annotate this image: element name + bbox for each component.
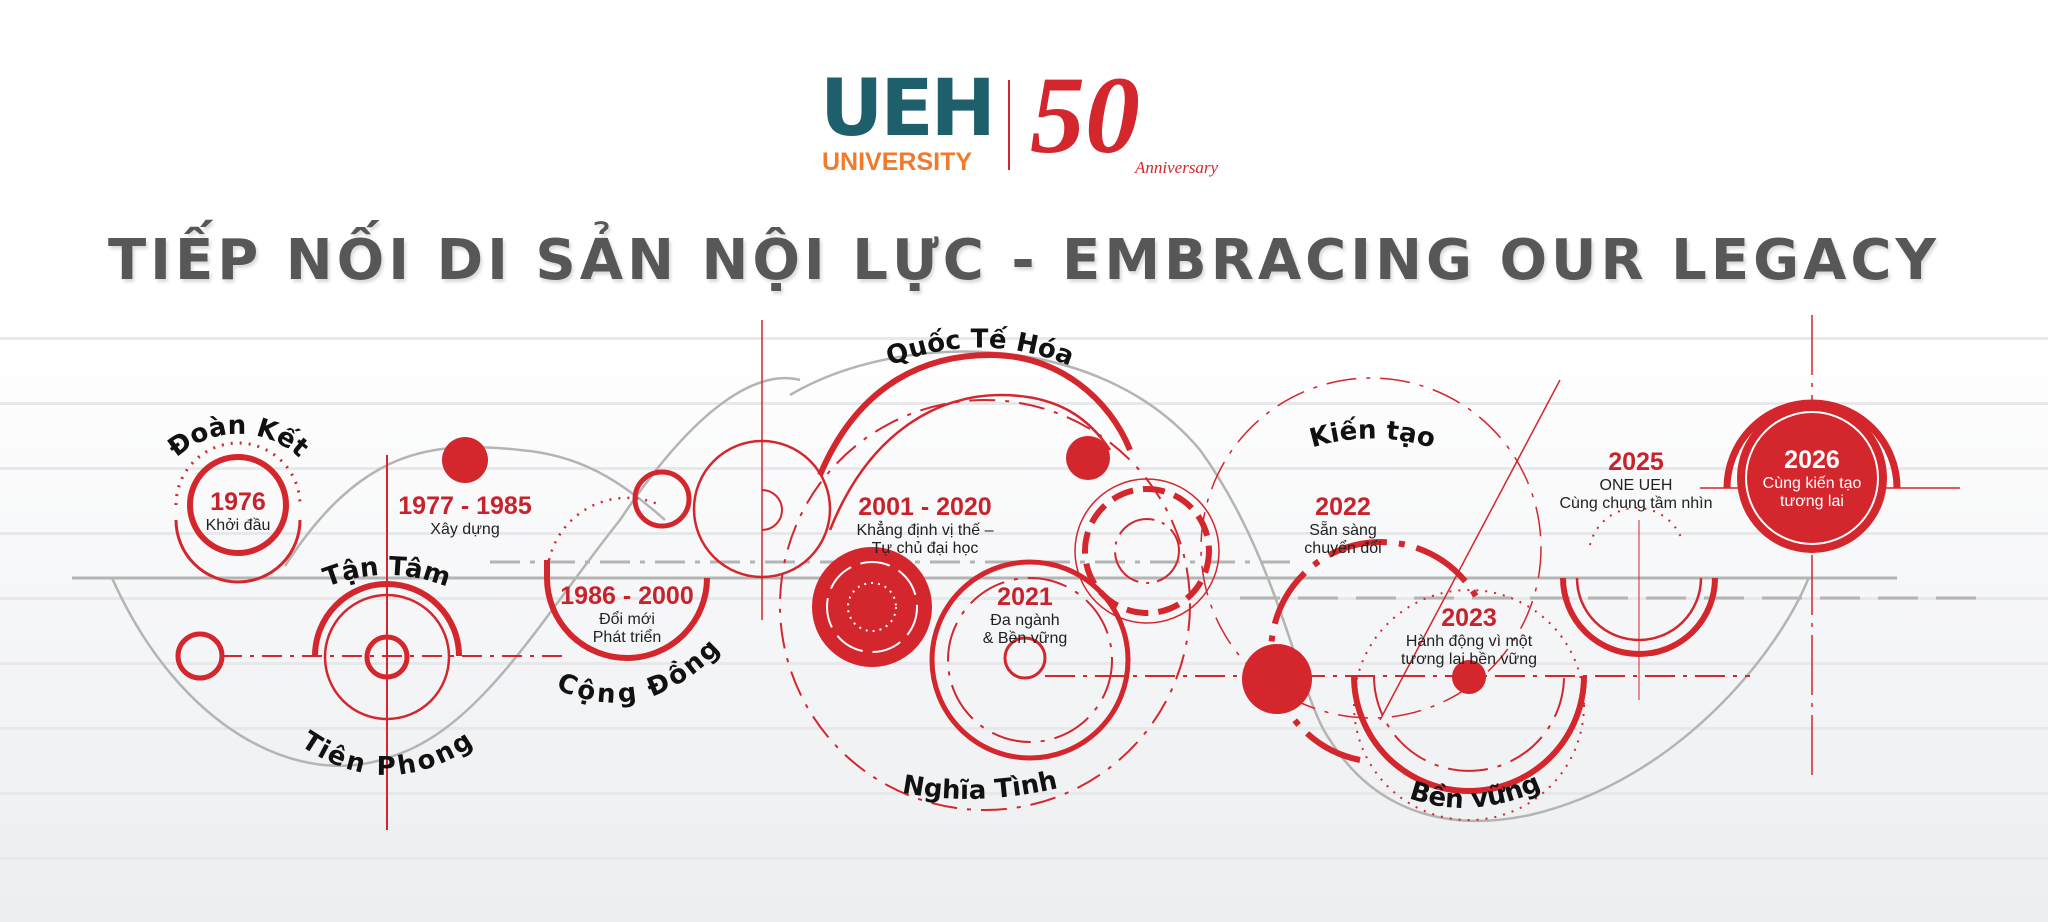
milestone-1986-dotted-arc <box>545 496 661 579</box>
target-center <box>364 634 410 680</box>
milestone-2023-dot <box>1452 660 1486 694</box>
milestone-desc: Khẳng định vị thế – <box>856 521 994 539</box>
dashed-circle-inner <box>1114 518 1180 584</box>
milestone-2023-dotted <box>1353 589 1585 821</box>
milestone-2021-center <box>1003 636 1047 680</box>
wave-curve <box>283 445 666 567</box>
value-ben-vung: Bền vững <box>1406 768 1544 815</box>
milestone-desc: ONE UEH <box>1599 476 1673 494</box>
target-arc <box>312 581 462 657</box>
wave-curve <box>110 376 801 767</box>
red-dot <box>1242 644 1312 714</box>
milestone-desc: Xây dựng <box>430 520 500 538</box>
milestone-2022: 2022 Sẵn sàng chuyển đổi <box>1304 493 1381 559</box>
wave-curve <box>789 350 1811 823</box>
logo-divider <box>1008 80 1010 170</box>
quoc-te-dot <box>1066 436 1110 480</box>
value-nghia-tinh: Nghĩa Tình <box>900 765 1059 806</box>
milestone-2021-ring <box>929 559 1131 761</box>
diagonal-guide <box>1379 379 1561 721</box>
milestone-year: 1977 - 1985 <box>398 492 532 520</box>
milestone-desc: Sẵn sàng <box>1309 521 1377 539</box>
milestone-desc: Hành động vì một <box>1405 632 1533 650</box>
filled-target-dots <box>847 582 897 632</box>
kien-tao-dashdot-circle <box>1200 377 1542 719</box>
milestone-desc: Đa ngành <box>990 611 1060 629</box>
dashed-circle-outer <box>1074 478 1220 624</box>
logo-university: UNIVERSITY <box>822 148 973 176</box>
quoc-te-thick-arc <box>817 351 1133 477</box>
milestone-desc: chuyển đổi <box>1304 540 1382 558</box>
milestone-year: 2025 <box>1608 448 1664 476</box>
milestone-2026-disc <box>1737 403 1887 553</box>
milestone-2025: 2025 ONE UEH Cùng chung tầm nhìn <box>1560 448 1713 514</box>
milestone-year: 2021 <box>997 583 1053 611</box>
milestone-desc: tương lai <box>1780 493 1844 511</box>
milestone-year: 1986 - 2000 <box>560 582 694 610</box>
milestone-2023: 2023 Hành động vì một tương lai bền vững <box>1401 604 1537 670</box>
logo-anniversary-label: Anniversary <box>1135 158 1219 177</box>
filled-target <box>812 547 932 667</box>
milestone-year: 2001 - 2020 <box>858 493 992 521</box>
filled-target-inner <box>826 561 918 653</box>
milestone-desc: Cùng kiến tạo <box>1762 474 1862 492</box>
milestone-desc: Phát triển <box>592 629 662 647</box>
milestone-1986-2000: 1986 - 2000 Đổi mới Phát triển <box>560 582 693 648</box>
milestone-1976: 1976 Khởi đầu <box>206 488 271 535</box>
milestone-desc: tương lai bền vững <box>1401 651 1537 669</box>
dashed-circle <box>1082 486 1212 616</box>
milestone-2022-ring <box>1268 539 1481 763</box>
small-ring <box>175 631 225 681</box>
milestone-2023-inner <box>1373 675 1565 772</box>
milestone-1977-dot <box>442 437 488 483</box>
milestone-2021: 2021 Đa ngành & Bền vững <box>983 583 1068 649</box>
milestone-year: 2026 <box>1784 446 1840 474</box>
quoc-te-thin-arc <box>828 393 1112 531</box>
value-kien-tao: Kiến tạo <box>1306 415 1438 455</box>
milestone-1986-ring <box>544 577 710 661</box>
milestone-1976-ring <box>187 454 289 556</box>
milestone-2001-2020: 2001 - 2020 Khẳng định vị thế – Tự chủ đ… <box>857 493 994 559</box>
milestone-year: 2022 <box>1315 493 1371 521</box>
milestone-2023-ring <box>1351 675 1587 794</box>
milestone-2026: 2026 Cùng kiến tạo tương lai <box>1763 446 1862 512</box>
milestone-desc: Khởi đầu <box>205 516 271 534</box>
milestone-desc: Tự chủ đại học <box>871 540 979 558</box>
small-ring <box>632 469 692 529</box>
milestone-desc: Đổi mới <box>599 610 655 628</box>
milestone-1976-outer-arc <box>174 519 302 584</box>
logo-ueh: UEH <box>820 64 996 154</box>
logo-50-anniversary: 50 <box>1030 54 1140 176</box>
nghia-tinh-dashdot-circle <box>779 399 1191 811</box>
milestone-year: 2023 <box>1441 604 1497 632</box>
small-arc <box>761 489 783 531</box>
grid-background <box>0 330 2048 922</box>
target-ring <box>323 593 451 721</box>
milestone-1977-1985: 1977 - 1985 Xây dựng <box>398 492 531 539</box>
milestone-desc: Cùng chung tầm nhìn <box>1559 495 1713 513</box>
value-quoc-te-hoa: Quốc Tế Hóa <box>882 324 1078 373</box>
milestone-2026-inner-ring <box>1745 411 1879 545</box>
milestone-1976-dotted-arc <box>174 441 302 506</box>
milestone-2021-inner <box>947 577 1113 743</box>
milestone-year: 1976 <box>210 488 266 516</box>
page-title: TIẾP NỐI DI SẢN NỘI LỰC - EMBRACING OUR … <box>107 228 1941 293</box>
milestone-desc: & Bền vững <box>982 630 1068 648</box>
